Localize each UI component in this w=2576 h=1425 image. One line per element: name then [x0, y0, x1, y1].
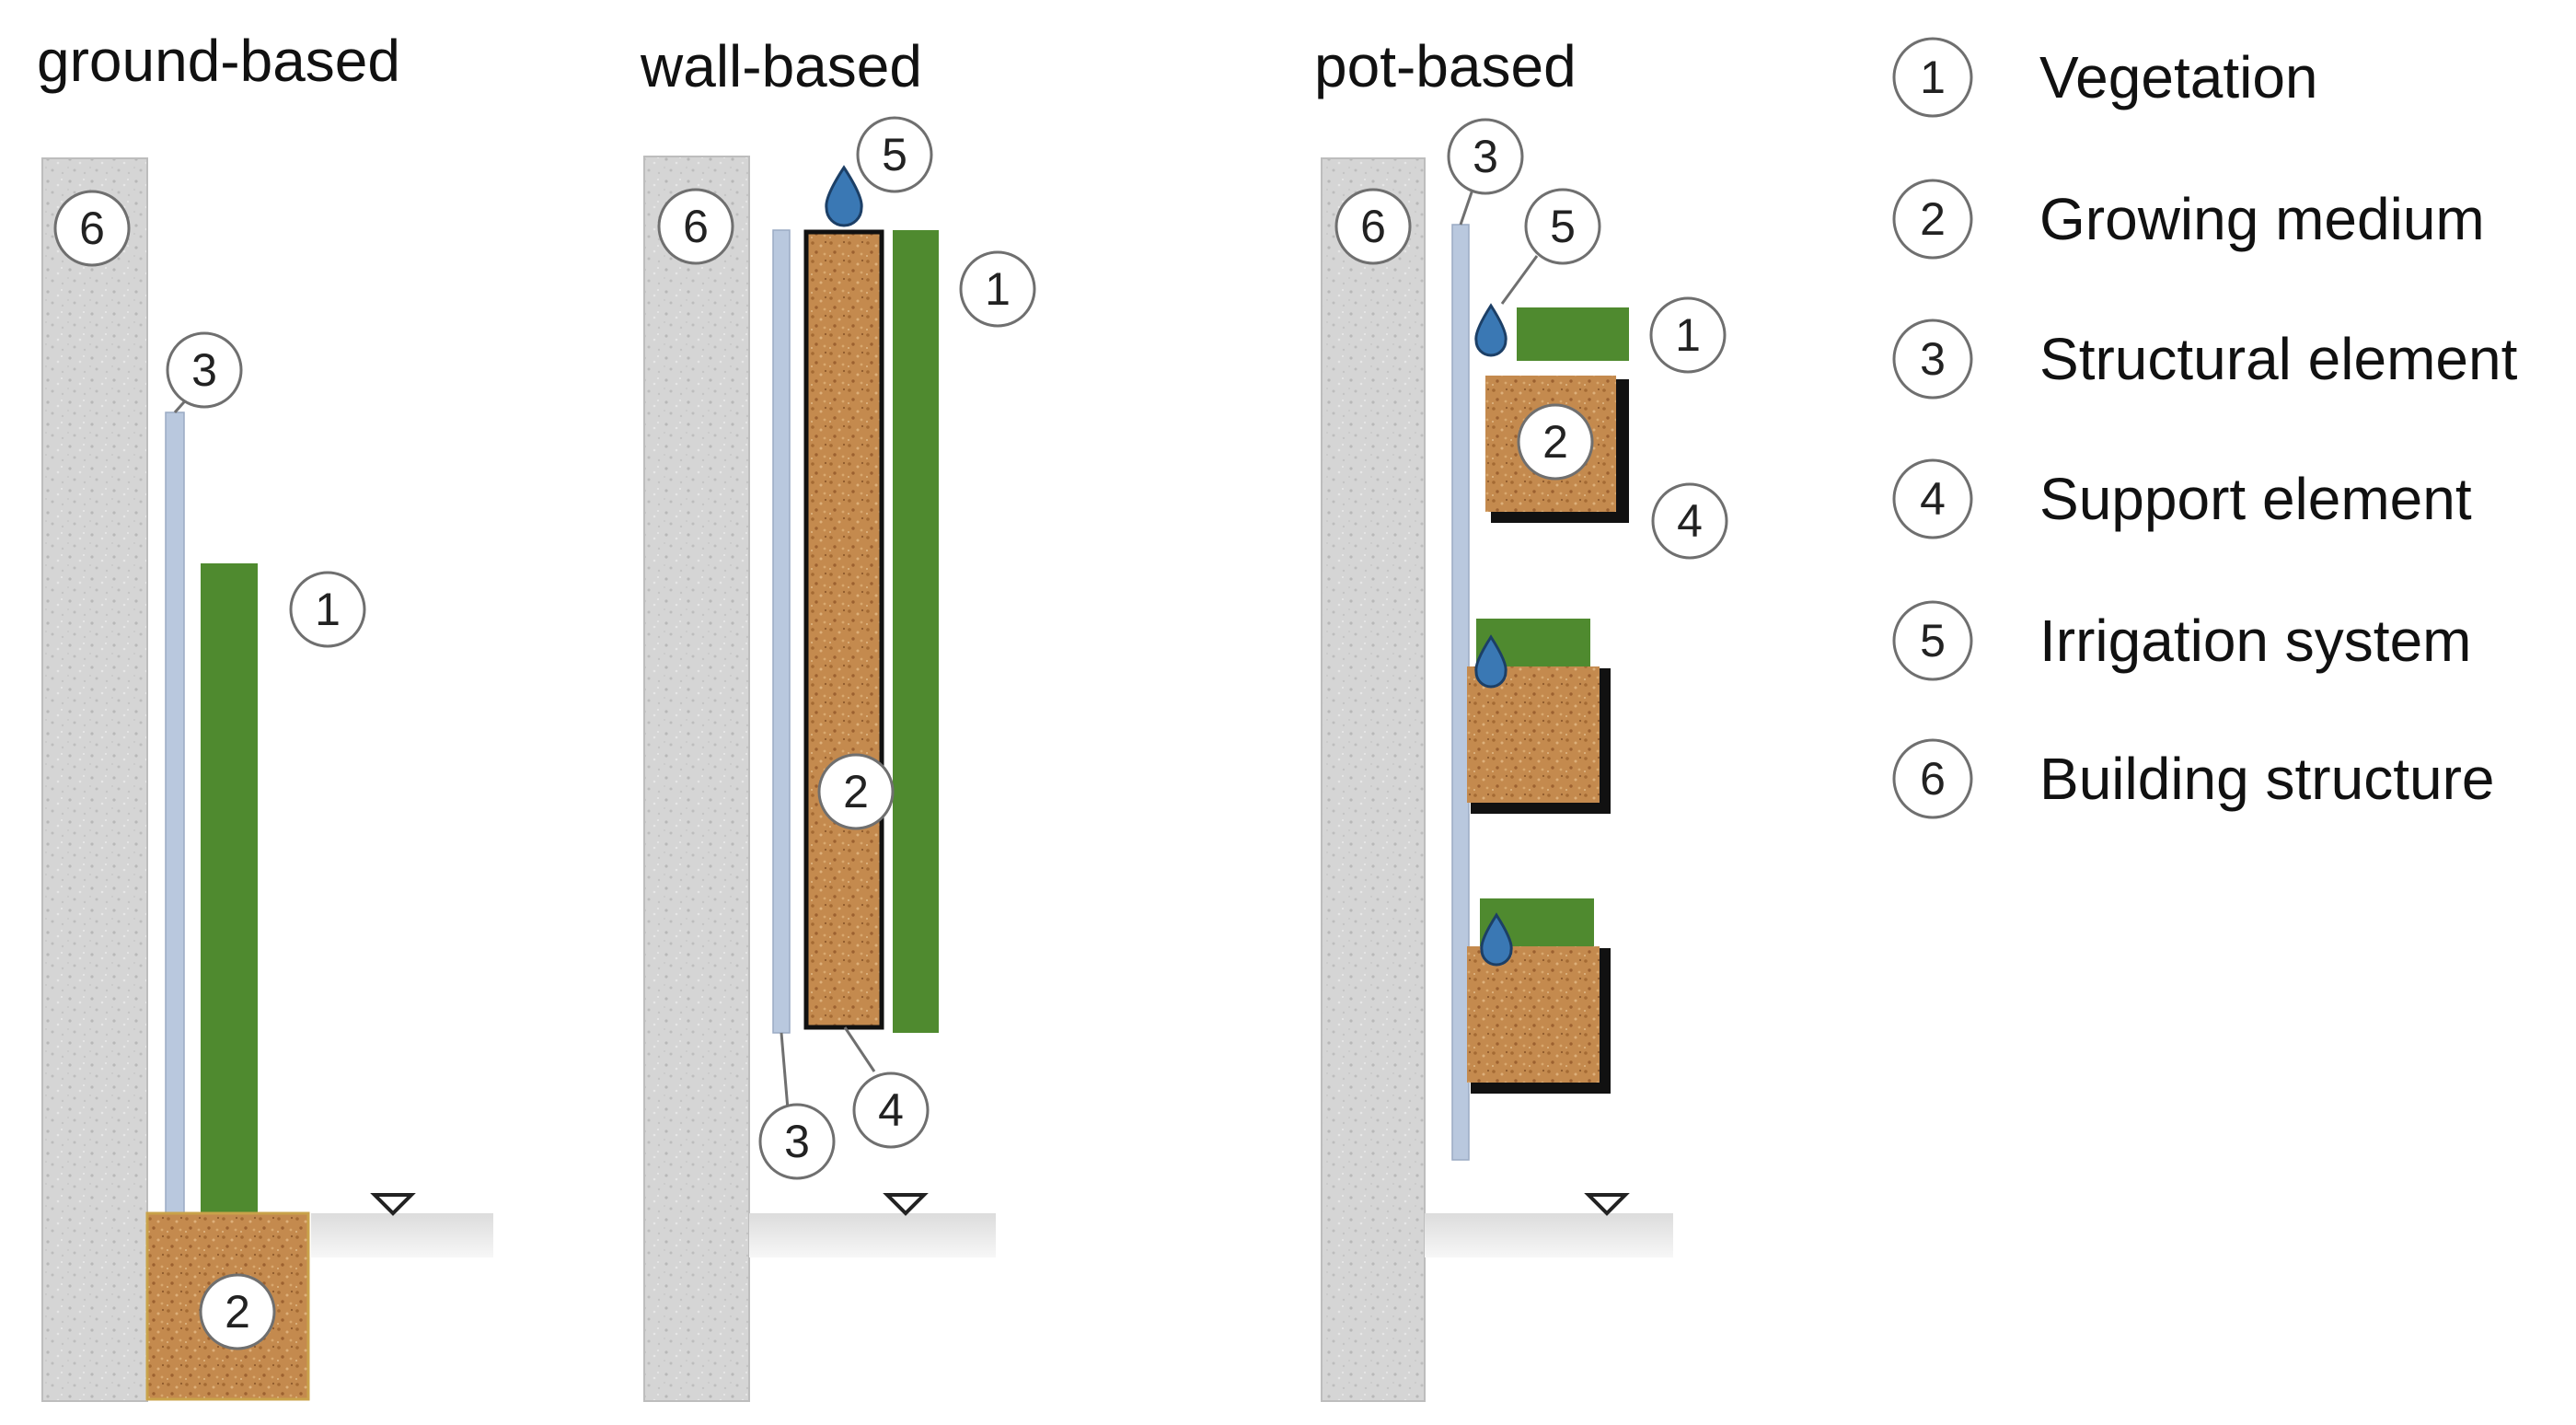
svg-text:3: 3	[1473, 131, 1498, 182]
svg-text:3: 3	[784, 1116, 810, 1167]
building-structure	[1321, 157, 1426, 1402]
marker-2: 2	[1517, 403, 1594, 481]
panel-ground-based: ground-based 6 3 1 2	[37, 28, 493, 1402]
svg-text:1: 1	[1920, 52, 1946, 103]
svg-text:4: 4	[1677, 495, 1703, 547]
svg-text:3: 3	[191, 344, 217, 396]
marker-3: 3	[1447, 118, 1524, 195]
marker-3: 3	[166, 331, 243, 409]
svg-text:6: 6	[79, 203, 105, 254]
leader-line	[1500, 255, 1539, 305]
ground-level-triangle-icon	[883, 1193, 929, 1216]
legend-marker	[1892, 179, 1973, 260]
structural-element	[165, 411, 185, 1214]
svg-text:1: 1	[315, 584, 341, 635]
vegetation	[893, 230, 939, 1033]
marker-3: 3	[758, 1103, 836, 1180]
building-structure	[643, 156, 750, 1402]
marker-5: 5	[856, 116, 933, 193]
marker-1: 1	[289, 571, 366, 648]
legend-marker	[1892, 600, 1973, 681]
water-drop-icon	[1474, 303, 1507, 357]
marker-1: 1	[959, 250, 1036, 328]
legend-label: Irrigation system	[2039, 608, 2471, 674]
marker-6: 6	[657, 188, 734, 265]
panel-wall-based: wall-based 6 5 1 2 3 4	[640, 33, 1036, 1402]
legend-item-building-structure: 6 Building structure	[1892, 738, 2494, 819]
leader-line	[780, 1032, 790, 1110]
svg-text:2: 2	[1542, 416, 1568, 468]
legend-label: Structural element	[2039, 326, 2518, 392]
vegetation	[201, 563, 258, 1217]
marker-2: 2	[199, 1273, 276, 1350]
growing-medium	[1467, 666, 1600, 803]
legend-label: Support element	[2039, 466, 2472, 532]
svg-text:6: 6	[1360, 201, 1386, 252]
marker-2: 2	[817, 753, 895, 830]
water-drop-icon	[1480, 912, 1513, 967]
legend-item-structural-element: 3 Structural element	[1892, 319, 2518, 400]
growing-medium	[803, 229, 884, 1030]
svg-text:1: 1	[985, 263, 1011, 315]
marker-6: 6	[53, 190, 131, 267]
svg-text:6: 6	[683, 201, 709, 252]
panel-pot-based: pot-based 6 3 5 1	[1314, 33, 1728, 1402]
ground-surface	[1425, 1213, 1673, 1257]
legend-item-vegetation: 1 Vegetation	[1892, 37, 2318, 118]
panel-title-pot-based: pot-based	[1314, 33, 1577, 99]
marker-6: 6	[1334, 188, 1412, 265]
legend-marker	[1892, 37, 1973, 118]
water-drop-icon	[1474, 634, 1507, 689]
leader-line	[843, 1026, 876, 1072]
legend-marker	[1892, 319, 1973, 400]
svg-text:5: 5	[882, 129, 907, 180]
svg-text:2: 2	[225, 1286, 250, 1338]
svg-text:4: 4	[1920, 473, 1946, 525]
structural-element	[1451, 224, 1470, 1161]
svg-text:1: 1	[1675, 309, 1701, 361]
legend-item-irrigation-system: 5 Irrigation system	[1892, 600, 2471, 681]
svg-text:5: 5	[1550, 201, 1576, 252]
panel-title-wall-based: wall-based	[640, 33, 922, 99]
ground-level-triangle-icon	[1584, 1193, 1630, 1216]
panel-title-ground-based: ground-based	[37, 28, 400, 94]
ground-surface	[311, 1213, 493, 1257]
growing-medium	[1467, 946, 1600, 1083]
marker-4: 4	[1651, 482, 1728, 560]
legend-item-support-element: 4 Support element	[1892, 458, 2472, 539]
legend-label: Vegetation	[2039, 44, 2318, 110]
structural-element	[772, 229, 791, 1034]
svg-text:4: 4	[878, 1084, 904, 1136]
svg-text:2: 2	[843, 766, 869, 817]
marker-5: 5	[1524, 188, 1601, 265]
marker-4: 4	[852, 1072, 930, 1149]
ground-surface	[749, 1213, 996, 1257]
legend-label: Building structure	[2039, 746, 2494, 812]
building-structure	[41, 157, 148, 1402]
marker-1: 1	[1649, 296, 1727, 374]
svg-text:6: 6	[1920, 753, 1946, 805]
ground-level-triangle-icon	[370, 1193, 416, 1216]
legend-item-growing-medium: 2 Growing medium	[1892, 179, 2485, 260]
svg-text:2: 2	[1920, 193, 1946, 245]
legend-marker	[1892, 738, 1973, 819]
water-drop-icon	[825, 165, 863, 227]
svg-text:5: 5	[1920, 615, 1946, 666]
legend-marker	[1892, 458, 1973, 539]
svg-text:3: 3	[1920, 333, 1946, 385]
legend: 1 Vegetation 2 Growing medium 3 Structur…	[1892, 37, 2518, 819]
legend-label: Growing medium	[2039, 186, 2485, 252]
vegetation	[1517, 307, 1629, 361]
leader-line	[1459, 189, 1474, 226]
